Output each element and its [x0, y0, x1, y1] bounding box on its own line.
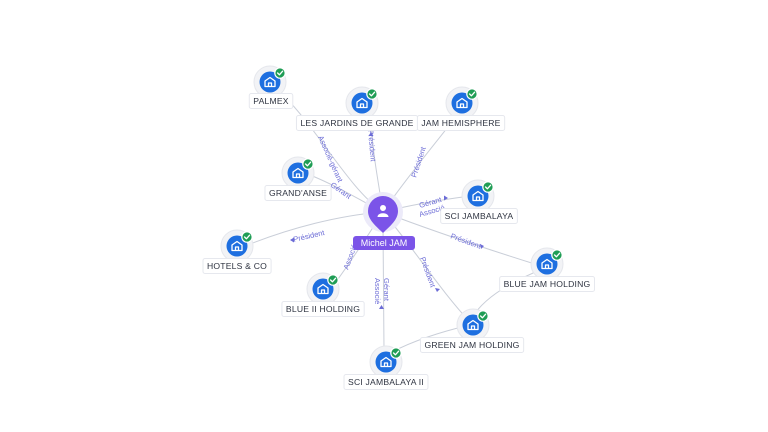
- edge-label-palmex: Associé-gérant: [316, 134, 345, 184]
- company-node-scijam[interactable]: SCI JAMBALAYA: [440, 179, 518, 224]
- node-label: BLUE JAM HOLDING: [504, 279, 591, 289]
- edge-label-scijamii-1: Gérant: [382, 278, 391, 302]
- check-icon: [477, 310, 489, 322]
- node-label: JAM HEMISPHERE: [421, 118, 500, 128]
- node-label: SCI JAMBALAYA II: [348, 377, 424, 387]
- edge-arrow-bluejam: [480, 244, 484, 249]
- company-node-greenjam[interactable]: GREEN JAM HOLDING: [419, 308, 525, 353]
- building-icon: [231, 240, 243, 252]
- center-person-node[interactable]: Michel JAM: [353, 192, 415, 250]
- edge-arrow-jardins: [368, 132, 374, 136]
- check-icon: [551, 249, 563, 261]
- company-circle: [375, 351, 397, 373]
- node-label: PALMEX: [253, 96, 288, 106]
- node-label-bg: [419, 337, 525, 353]
- node-label-bg: [281, 301, 365, 317]
- building-icon: [472, 190, 484, 202]
- building-icon: [456, 97, 468, 109]
- company-circle: [287, 162, 309, 184]
- company-circle: [467, 185, 489, 207]
- building-icon: [264, 76, 276, 88]
- check-icon: [390, 347, 402, 359]
- node-label-bg: [264, 185, 332, 201]
- company-circle: [462, 314, 484, 336]
- check-icon: [482, 181, 494, 193]
- building-icon: [317, 283, 329, 295]
- node-label: LES JARDINS DE GRANDE: [300, 118, 413, 128]
- node-label-bg: [343, 374, 429, 390]
- company-circle: [312, 278, 334, 300]
- edge-label-greenjam: Président: [418, 256, 438, 290]
- node-label: HOTELS & CO: [207, 261, 267, 271]
- building-icon: [541, 258, 553, 270]
- node-label: SCI JAMBALAYA: [445, 211, 514, 221]
- company-circle: [451, 92, 473, 114]
- check-icon: [466, 88, 478, 100]
- company-node-palmex[interactable]: PALMEX: [248, 65, 294, 109]
- company-node-jardins[interactable]: LES JARDINS DE GRANDE: [295, 86, 419, 131]
- edge-label-hemisphere: Président: [409, 145, 428, 179]
- company-circle: [351, 92, 373, 114]
- edge-label-grandanse: Gérant: [329, 180, 354, 201]
- edge-arrow-hotels: [290, 237, 294, 243]
- company-node-hemisphere[interactable]: JAM HEMISPHERE: [416, 86, 506, 131]
- center-label-bg: [353, 236, 415, 250]
- node-label: GRAND'ANSE: [269, 188, 327, 198]
- center-label: Michel JAM: [361, 238, 408, 248]
- node-label: GREEN JAM HOLDING: [424, 340, 519, 350]
- building-icon: [380, 356, 392, 368]
- check-icon: [366, 88, 378, 100]
- edge-arrow-scijam: [444, 195, 448, 201]
- building-icon: [356, 97, 368, 109]
- company-circle: [536, 253, 558, 275]
- building-icon: [292, 167, 304, 179]
- company-node-scijamii[interactable]: SCI JAMBALAYA II: [343, 345, 429, 390]
- company-nodes: PALMEX LES JARDINS DE GRANDE JAM HEMISPHER…: [202, 65, 595, 390]
- edge-label-bluejam: Président: [449, 231, 483, 251]
- building-icon: [467, 319, 479, 331]
- check-icon: [302, 158, 314, 170]
- edge-arrow-greenjam: [435, 288, 440, 292]
- company-node-hotels[interactable]: HOTELS & CO: [202, 229, 272, 274]
- edge-label-jardins: Président: [366, 129, 378, 162]
- edge-label-scijamii-2: Associé: [373, 278, 382, 304]
- node-label-bg: [202, 258, 272, 274]
- company-circle: [259, 71, 281, 93]
- company-node-grandanse[interactable]: GRAND'ANSE: [264, 156, 332, 201]
- company-circle: [226, 235, 248, 257]
- node-label-bg: [416, 115, 506, 131]
- check-icon: [327, 274, 339, 286]
- check-icon: [274, 67, 286, 79]
- company-node-bluejam[interactable]: BLUE JAM HOLDING: [499, 247, 595, 292]
- node-label-bg: [499, 276, 595, 292]
- node-label-bg: [248, 93, 294, 109]
- edge-scijamii[interactable]: Gérant Associé: [373, 211, 391, 351]
- node-label-bg: [440, 208, 518, 224]
- person-icon: [377, 205, 389, 217]
- edge-label-hotels: Président: [292, 228, 326, 244]
- node-label: BLUE II HOLDING: [286, 304, 360, 314]
- check-icon: [241, 231, 253, 243]
- edge-arrow-scijamii: [379, 305, 384, 309]
- company-node-blueii[interactable]: BLUE II HOLDING: [281, 272, 365, 317]
